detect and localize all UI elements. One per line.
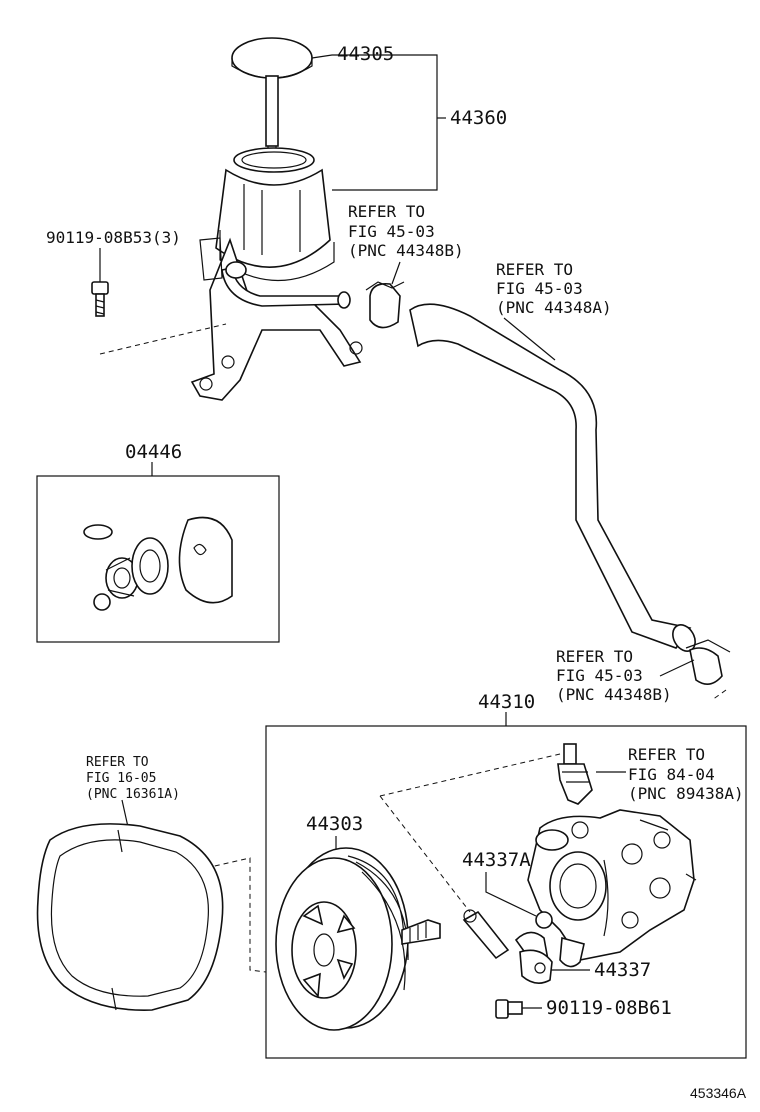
reservoir-cap[interactable]	[231, 37, 313, 160]
bolt-90119-08B53[interactable]	[91, 281, 109, 317]
ref-clamp-upper-line3: (PNC 44348B)	[348, 241, 464, 260]
dashed-line-sensor	[379, 753, 561, 797]
label-44337A: 44337A	[462, 849, 531, 871]
ref-clamp-lower-line2: FIG 45-03	[556, 666, 643, 685]
ref-hose-line1: REFER TO	[496, 260, 573, 279]
pump-pulley[interactable]	[275, 847, 441, 1031]
hose-clamp-upper[interactable]	[365, 281, 405, 329]
label-44310: 44310	[478, 691, 535, 713]
power-steering-pump-body[interactable]	[527, 809, 697, 968]
ref-clamp-lower-line1: REFER TO	[556, 647, 633, 666]
v-ribbed-belt[interactable]	[36, 823, 224, 1011]
ref-hose-line3: (PNC 44348A)	[496, 298, 612, 317]
ref-sensor-line1: REFER TO	[628, 745, 705, 764]
pressure-switch-sensor[interactable]	[557, 743, 593, 805]
leader-line-cap	[311, 54, 438, 191]
hose-clamp-lower[interactable]	[685, 639, 731, 685]
ref-sensor-line2: FIG 84-04	[628, 765, 715, 784]
return-hose[interactable]	[409, 303, 700, 655]
ref-belt-line1: REFER TO	[86, 755, 149, 770]
dashed-line-bolt	[99, 323, 227, 355]
ref-belt-line3: (PNC 16361A)	[86, 787, 180, 802]
gasket-union-44337[interactable]	[519, 949, 553, 984]
gasket-kit-parts[interactable]	[83, 516, 233, 611]
label-44305: 44305	[337, 43, 394, 65]
label-04446: 04446	[125, 441, 182, 463]
dashed-line-belt	[205, 857, 267, 973]
label-44337: 44337	[594, 959, 651, 981]
leader-line-union-a	[485, 872, 537, 917]
dashed-line-clamp-lower	[711, 689, 727, 701]
label-90119-08B61: 90119-08B61	[546, 997, 672, 1019]
leader-line-clamp-lower	[659, 659, 695, 677]
ref-sensor-line3: (PNC 89438A)	[628, 784, 744, 803]
leader-line-clamp-upper	[391, 261, 401, 285]
gasket-kit-box	[36, 475, 280, 643]
label-44303: 44303	[306, 813, 363, 835]
dashed-line-union	[379, 795, 471, 913]
ref-hose-line2: FIG 45-03	[496, 279, 583, 298]
figure-id: 453346A	[690, 1085, 747, 1101]
leader-line-hose	[503, 317, 556, 361]
ref-clamp-upper-line2: FIG 45-03	[348, 222, 435, 241]
bolt-90119-08B61[interactable]	[495, 999, 523, 1019]
ref-clamp-lower-line3: (PNC 44348B)	[556, 685, 672, 704]
pump-assy-box	[265, 725, 747, 1059]
ref-clamp-upper-line1: REFER TO	[348, 202, 425, 221]
ref-belt-line2: FIG 16-05	[86, 771, 156, 786]
label-44360: 44360	[450, 107, 507, 129]
reservoir-tank[interactable]	[190, 147, 363, 401]
label-90119-08B53: 90119-08B53(3)	[46, 228, 181, 247]
